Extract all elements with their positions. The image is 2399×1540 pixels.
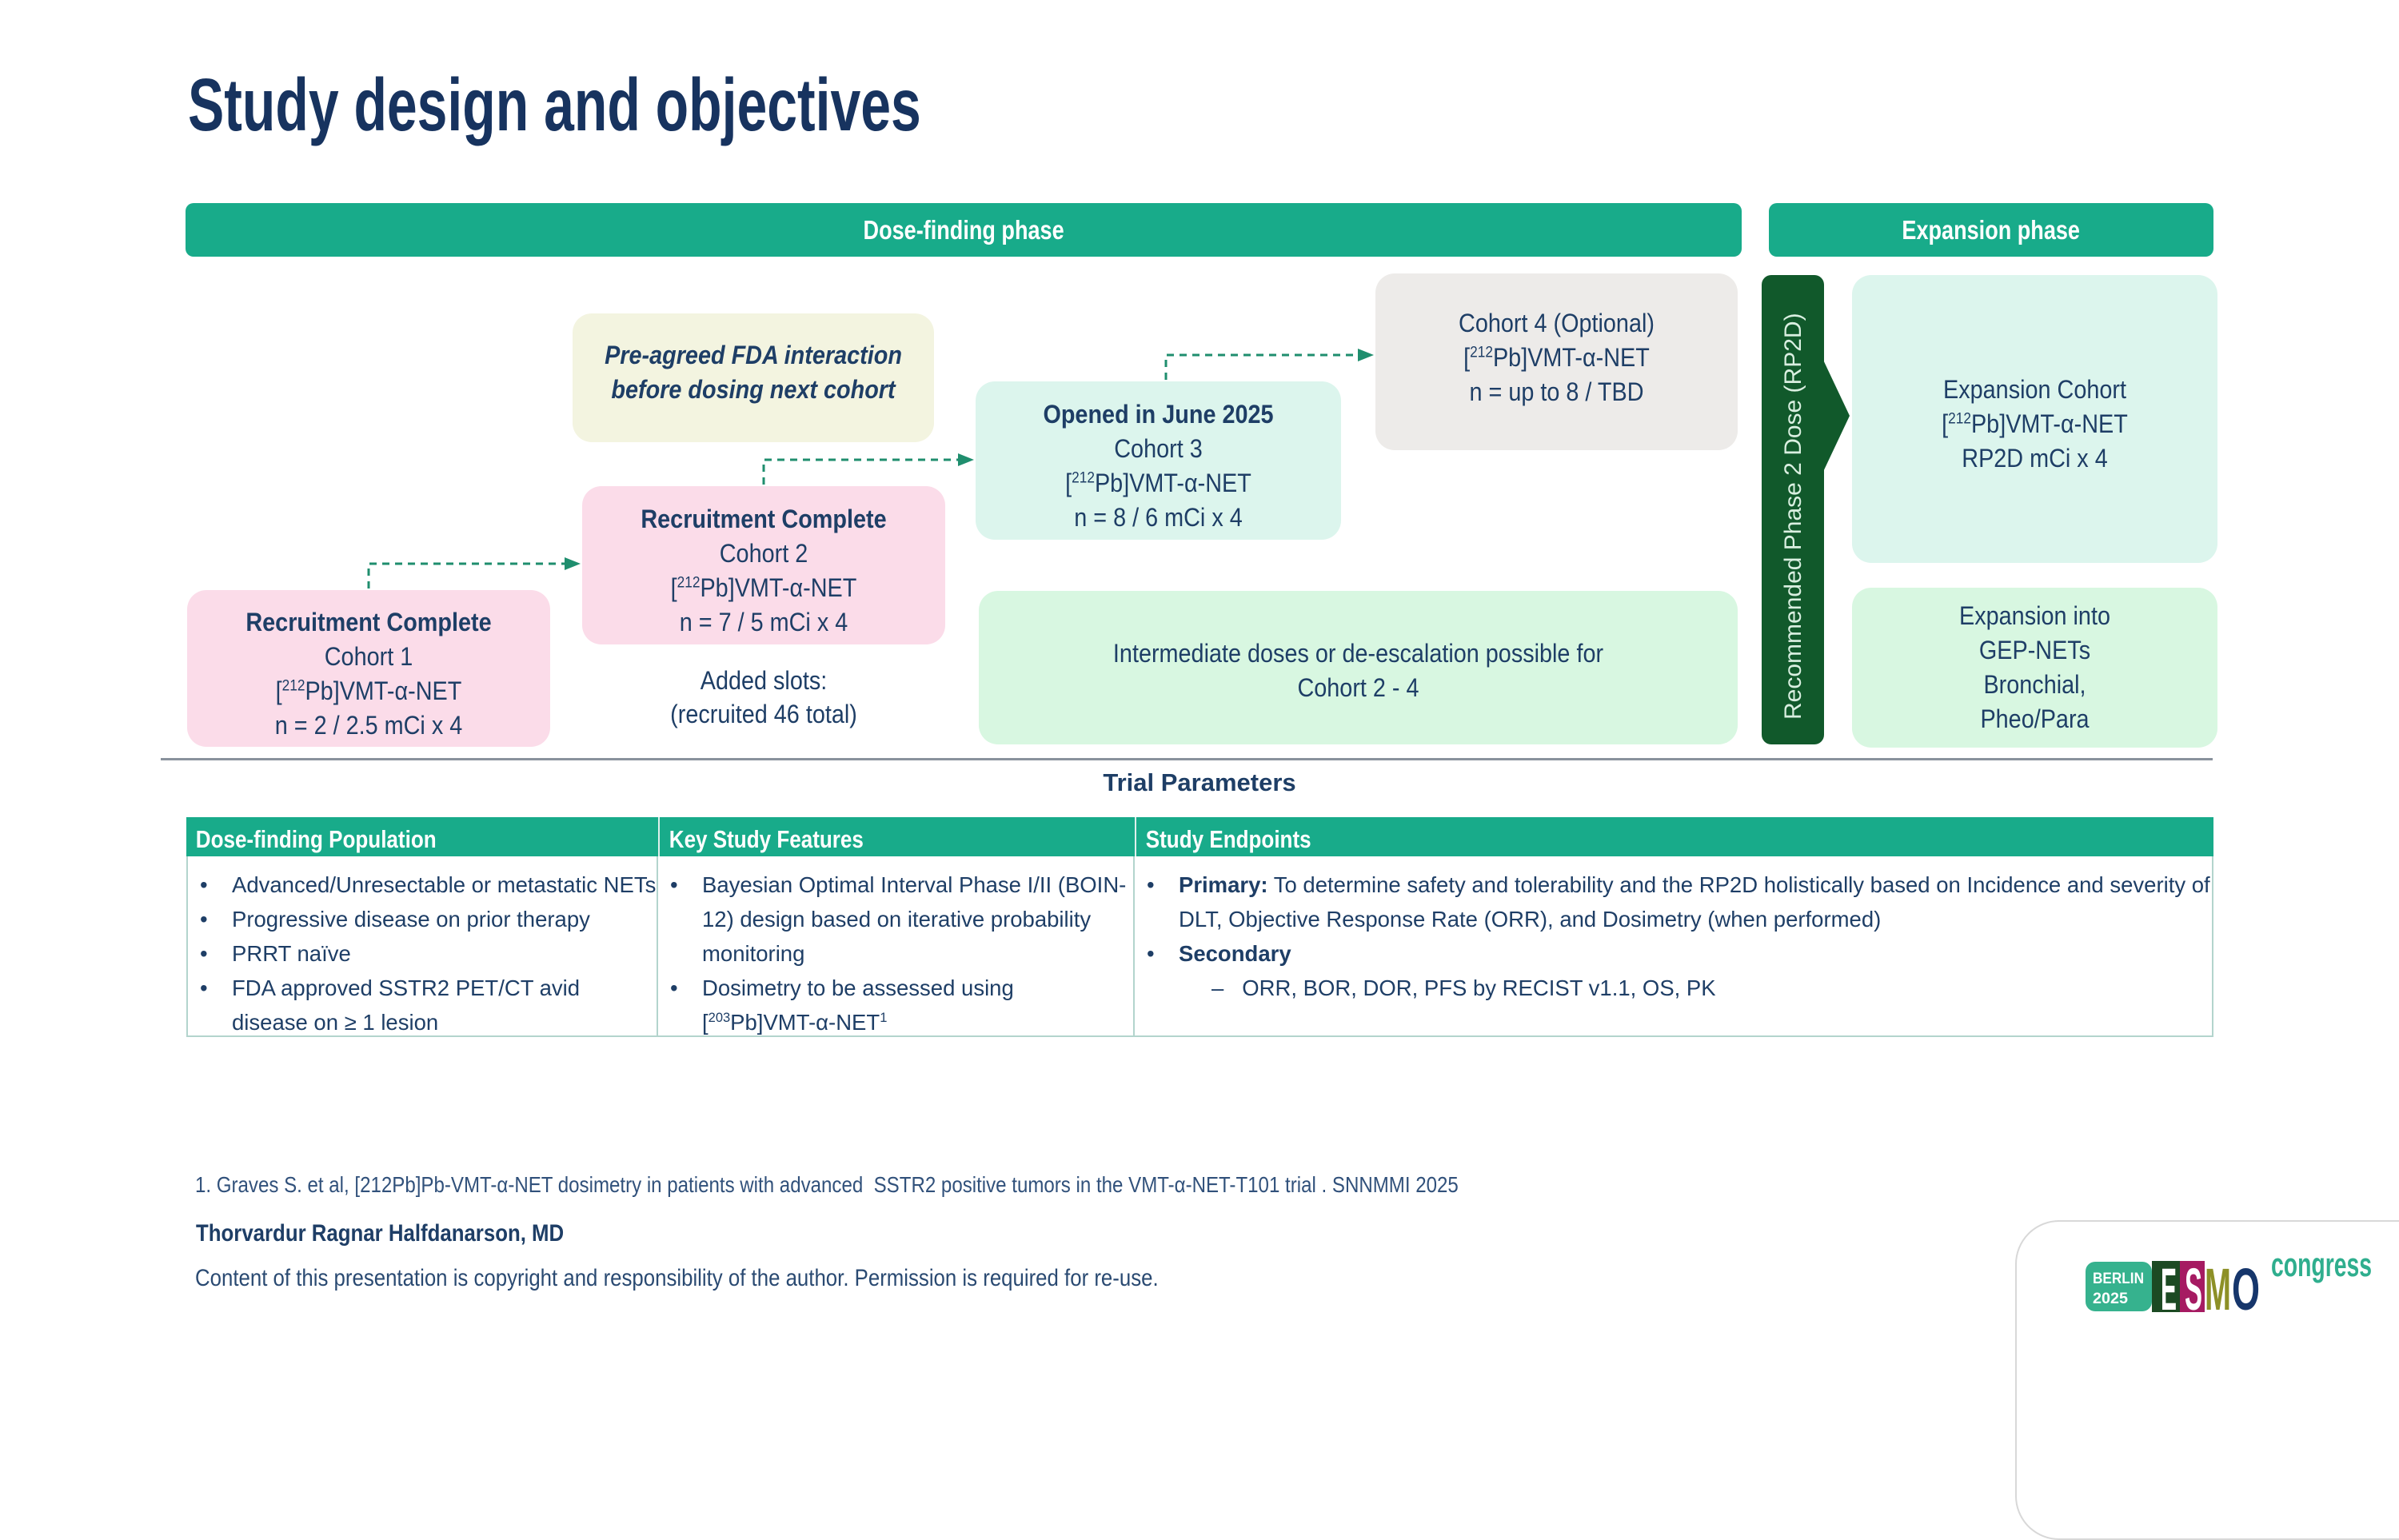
svg-text:E: E — [2161, 1256, 2177, 1323]
svg-text:M: M — [2205, 1256, 2231, 1323]
svg-text:BERLIN: BERLIN — [2093, 1271, 2144, 1287]
svg-text:2025: 2025 — [2093, 1291, 2128, 1307]
svg-text:O: O — [2232, 1256, 2260, 1323]
svg-text:S: S — [2185, 1256, 2202, 1323]
svg-text:congress: congress — [2271, 1246, 2372, 1283]
